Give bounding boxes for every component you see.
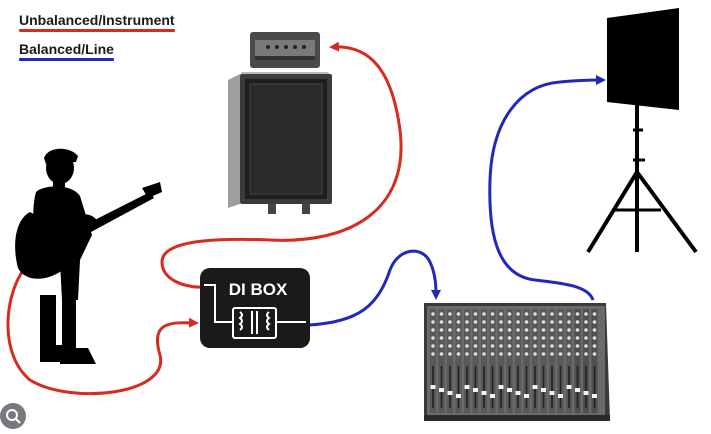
cable-di-to-mixer xyxy=(308,249,441,327)
legend-balanced-swatch xyxy=(19,58,114,61)
lens-search-icon xyxy=(6,409,21,424)
bass-guitarist-icon xyxy=(15,148,162,364)
speaker-on-stand-icon xyxy=(586,8,698,254)
mixer-channel-strip xyxy=(455,309,462,413)
legend-balanced: Balanced/Line xyxy=(19,41,114,61)
mixer-channel-strip xyxy=(489,309,496,413)
di-box-label: DI BOX xyxy=(229,280,288,299)
mixer-channel-strip xyxy=(481,309,487,413)
mixer-channel-strip xyxy=(574,309,581,413)
mixer-channel-strip xyxy=(532,309,538,413)
cable-di-to-amp xyxy=(160,41,403,289)
legend-unbalanced-swatch xyxy=(19,29,175,32)
mixer-channel-strip xyxy=(498,309,504,413)
legend-unbalanced-label: Unbalanced/Instrument xyxy=(19,12,175,28)
mixer-channel-strip xyxy=(430,309,436,413)
mixer-channel-strip xyxy=(438,309,445,413)
mixing-console-icon xyxy=(424,303,610,421)
mixer-channel-strip xyxy=(464,309,470,413)
di-box-icon: DI BOX xyxy=(200,268,310,348)
mixer-channel-strip xyxy=(472,309,479,413)
cable-guitar-to-di xyxy=(6,271,199,396)
mixer-channel-strip xyxy=(566,309,572,413)
amplifier-icon xyxy=(228,32,332,214)
mixer-channel-strip xyxy=(583,309,589,413)
mixer-channel-strip xyxy=(523,309,530,413)
mixer-channel-strip xyxy=(447,309,453,413)
cable-mixer-to-speaker xyxy=(488,75,606,301)
legend-balanced-label: Balanced/Line xyxy=(19,41,114,57)
mixer-channel-strip xyxy=(557,309,564,413)
legend-unbalanced: Unbalanced/Instrument xyxy=(19,12,175,32)
mixer-channel-strip xyxy=(506,309,513,413)
mixer-channel-strip xyxy=(540,309,547,413)
mixer-channel-strip xyxy=(591,309,598,413)
lens-search-button[interactable] xyxy=(0,403,26,429)
mixer-channel-strip xyxy=(549,309,555,413)
mixer-channel-strip xyxy=(515,309,521,413)
mixer-channel-strips xyxy=(430,309,598,413)
